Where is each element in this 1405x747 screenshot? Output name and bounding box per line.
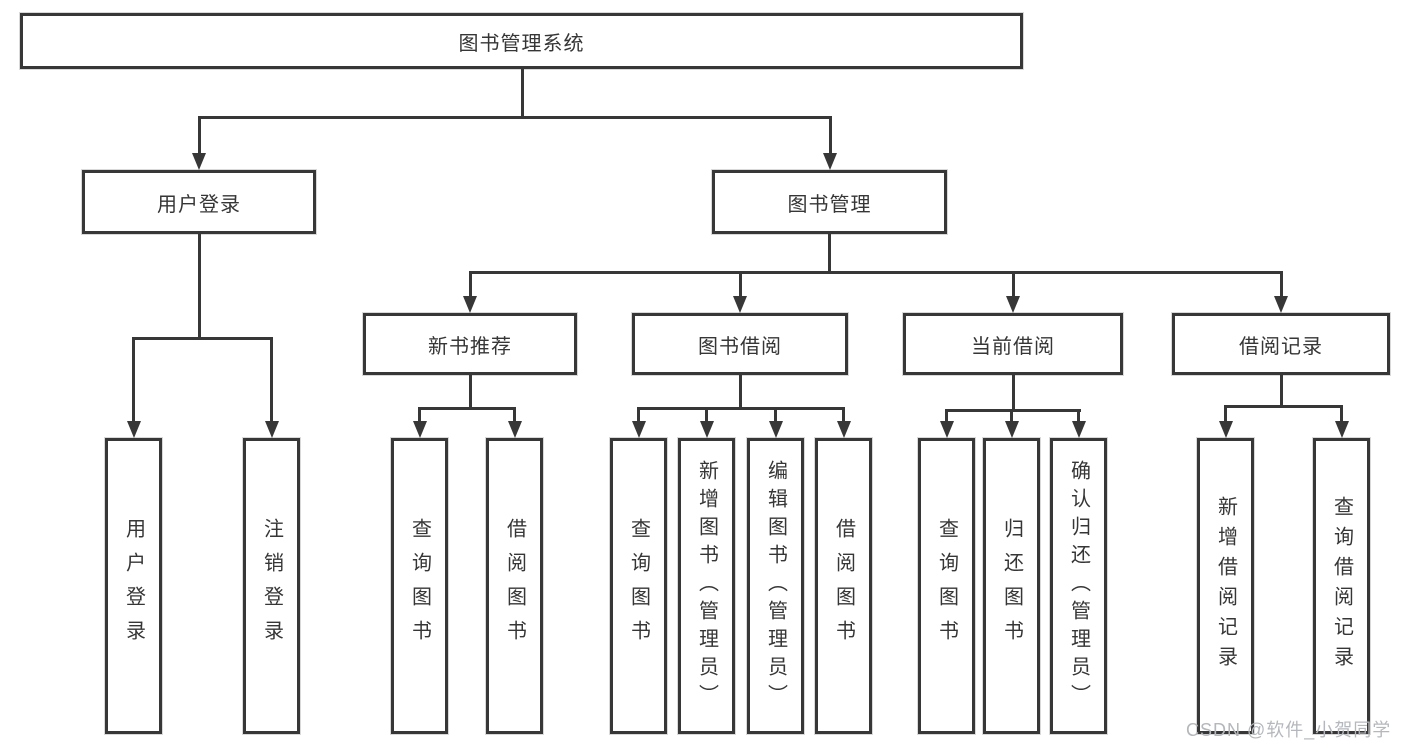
connector-arrowhead [264, 421, 279, 438]
connector-arrowhead [768, 421, 783, 438]
connector-line [132, 336, 273, 340]
leaf-add-books-admin: 新增图书（管理员） [678, 438, 735, 734]
connector-line [197, 234, 201, 338]
leaf-add-borrow-record: 新增借阅记录 [1197, 438, 1254, 734]
connector-arrowhead [507, 421, 522, 438]
leaf-return-books: 归还图书 [983, 438, 1040, 734]
leaf-label: 归还图书 [1000, 518, 1023, 654]
leaf-label: 编辑图书（管理员） [764, 460, 787, 712]
leaf-confirm-return-admin: 确认归还（管理员） [1050, 438, 1107, 734]
connector-arrowhead [1004, 421, 1019, 438]
connector-line [1279, 375, 1283, 408]
leaf-query-borrow-record: 查询借阅记录 [1313, 438, 1370, 734]
leaf-label: 新增图书（管理员） [695, 460, 718, 712]
node-label: 图书借阅 [698, 335, 782, 358]
leaf-label: 查询图书 [935, 518, 958, 654]
node-book-management: 图书管理 [712, 170, 947, 234]
connector-line [1224, 404, 1343, 408]
connector-line [774, 408, 777, 422]
leaf-label: 查询图书 [627, 518, 650, 654]
leaf-label: 用户登录 [122, 518, 145, 654]
node-label: 用户登录 [157, 193, 241, 216]
leaf-label: 查询借阅记录 [1330, 496, 1353, 676]
connector-line [1010, 410, 1013, 422]
connector-arrowhead [1274, 296, 1288, 313]
leaf-query-books-recommend: 查询图书 [391, 438, 448, 734]
connector-arrowhead [412, 421, 427, 438]
leaf-logout: 注销登录 [243, 438, 300, 734]
connector-arrowhead [463, 296, 477, 313]
connector-line [945, 410, 948, 422]
leaf-label: 注销登录 [260, 518, 283, 654]
leaf-query-books: 查询图书 [610, 438, 667, 734]
connector-line [197, 117, 201, 155]
leaf-label: 借阅图书 [832, 518, 855, 654]
connector-line [738, 272, 742, 297]
connector-line [468, 272, 472, 297]
connector-line [468, 270, 1283, 274]
connector-line [637, 408, 640, 422]
connector-line [270, 338, 273, 422]
leaf-label: 确认归还（管理员） [1067, 460, 1090, 712]
leaf-label: 借阅图书 [503, 518, 526, 654]
node-user-login: 用户登录 [82, 170, 316, 234]
connector-line [132, 338, 135, 422]
leaf-borrow-books-recommend: 借阅图书 [486, 438, 543, 734]
connector-line [705, 408, 708, 422]
node-label: 借阅记录 [1239, 335, 1323, 358]
node-borrowing-records: 借阅记录 [1172, 313, 1390, 375]
connector-line [418, 406, 516, 410]
connector-line [738, 375, 742, 410]
connector-arrowhead [699, 421, 714, 438]
node-book-borrowing: 图书借阅 [632, 313, 848, 375]
connector-line [468, 375, 472, 410]
node-label: 当前借阅 [971, 335, 1055, 358]
leaf-borrow-books: 借阅图书 [815, 438, 872, 734]
connector-arrowhead [836, 421, 851, 438]
leaf-label: 查询图书 [408, 518, 431, 654]
connector-line [828, 117, 832, 154]
connector-line [1011, 375, 1015, 412]
connector-line [513, 408, 516, 422]
node-library-management-system: 图书管理系统 [20, 13, 1023, 69]
node-new-book-recommend: 新书推荐 [363, 313, 577, 375]
connector-line [520, 69, 524, 117]
connector-arrowhead [1334, 421, 1349, 438]
connector-arrowhead [192, 153, 206, 170]
node-label: 新书推荐 [428, 335, 512, 358]
connector-line [1279, 272, 1283, 297]
leaf-edit-books-admin: 编辑图书（管理员） [747, 438, 804, 734]
connector-line [197, 115, 832, 119]
connector-line [828, 234, 831, 272]
connector-arrowhead [126, 421, 141, 438]
connector-line [945, 408, 1081, 412]
connector-line [418, 408, 421, 422]
node-label: 图书管理 [787, 193, 872, 216]
connector-arrowhead [1071, 421, 1086, 438]
leaf-query-books-current: 查询图书 [918, 438, 975, 734]
connector-line [1340, 406, 1343, 422]
leaf-user-login: 用户登录 [105, 438, 162, 734]
node-current-borrowing: 当前借阅 [903, 313, 1123, 375]
connector-arrowhead [1006, 296, 1020, 313]
connector-arrowhead [1218, 421, 1233, 438]
connector-arrowhead [939, 421, 954, 438]
node-label: 图书管理系统 [458, 32, 585, 55]
connector-arrowhead [733, 296, 747, 313]
connector-line [842, 408, 845, 422]
connector-arrowhead [823, 153, 837, 170]
connector-line [637, 406, 845, 410]
connector-line [1077, 410, 1080, 422]
leaf-label: 新增借阅记录 [1214, 496, 1237, 676]
connector-arrowhead [631, 421, 646, 438]
connector-line [1011, 272, 1015, 297]
watermark: CSDN @软件_小贺同学 [1186, 720, 1392, 740]
connector-line [1224, 406, 1227, 422]
